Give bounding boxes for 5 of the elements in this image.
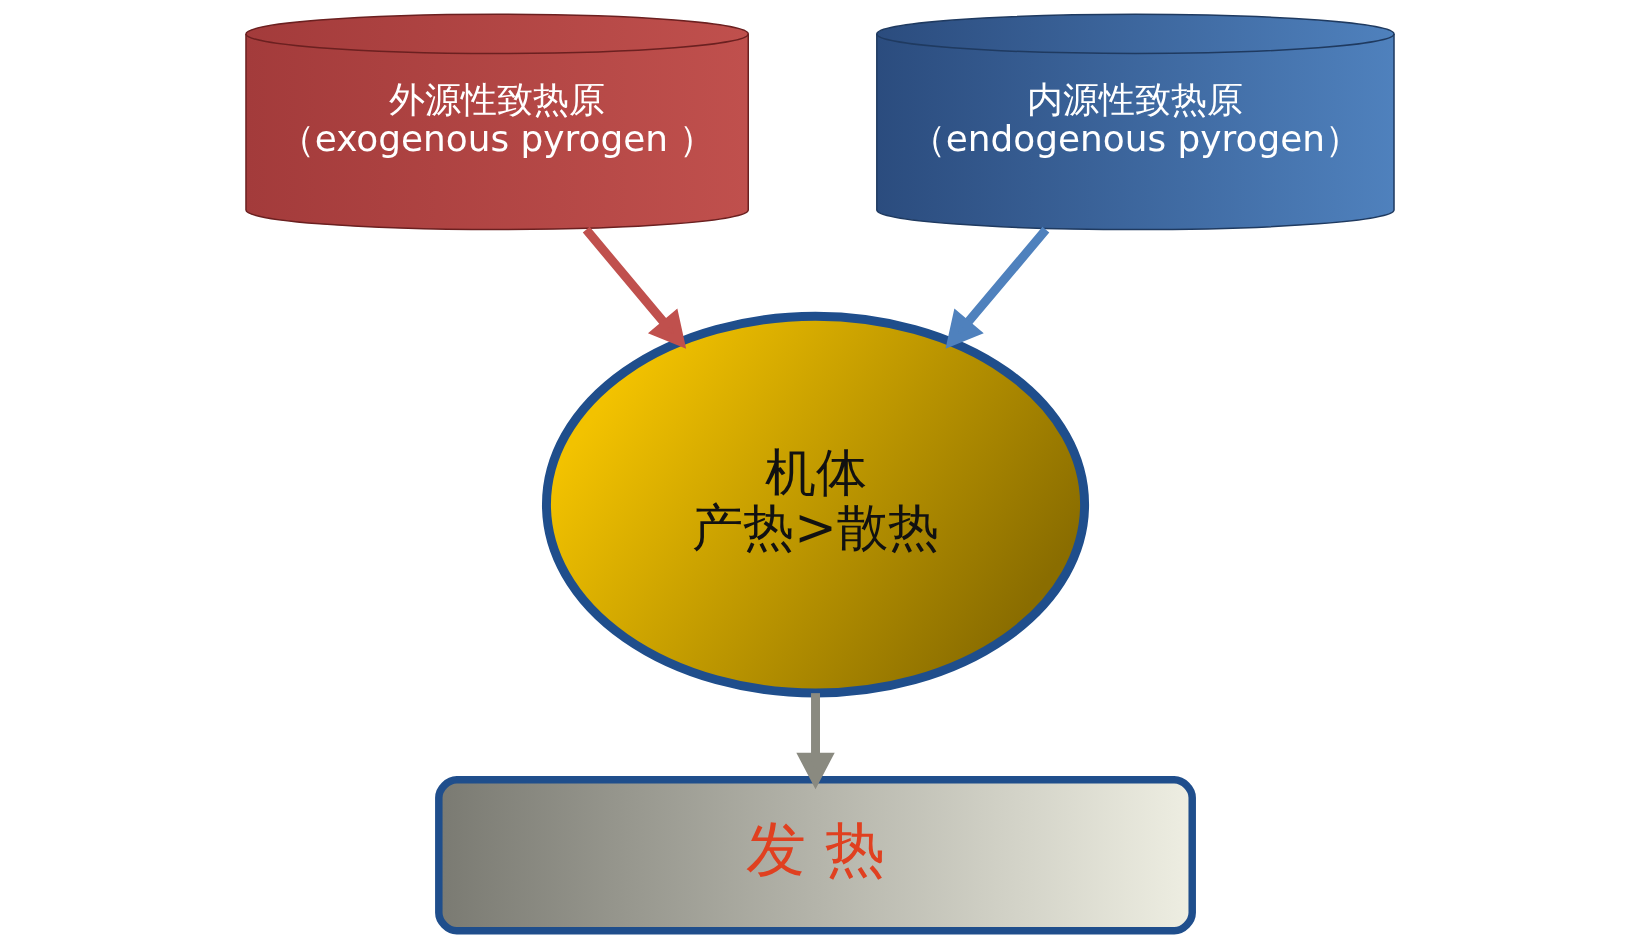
arrow xyxy=(582,226,686,349)
arrow xyxy=(945,226,1049,349)
arrow xyxy=(795,693,835,790)
node-ellipse: 机体 产热>散热 xyxy=(541,311,1089,698)
node-box: 发 热 xyxy=(434,775,1196,935)
